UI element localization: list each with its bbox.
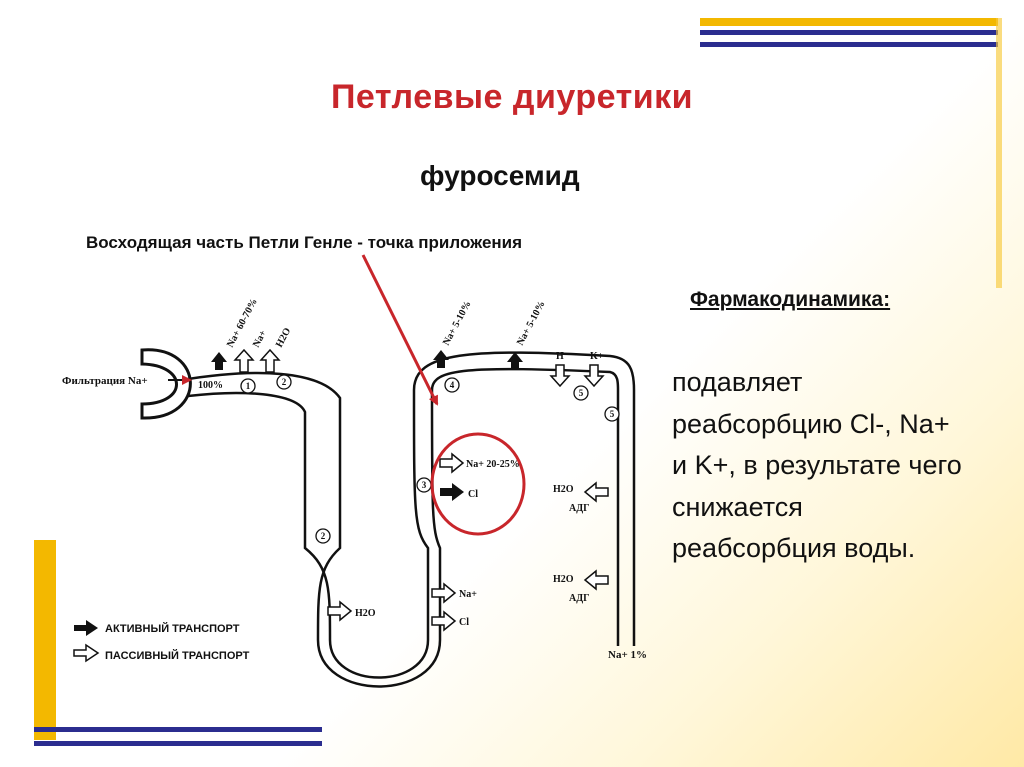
passive-arrow-h2o-collecting-2 [583,569,609,591]
segment-number-5-b: 5 [610,409,615,419]
top-blue-stripe-1 [700,30,998,35]
passive-arrow-na-proximal [233,348,255,373]
filtration-percent: 100% [198,380,223,391]
active-transport-arrows [211,350,523,501]
top-blue-stripe-2 [700,42,998,47]
label-na-5-10-a: Na+ 5-10% [441,299,474,347]
left-yellow-bar [34,540,56,740]
bowman-capsule [140,348,192,420]
label-h2o-descending: H2O [355,608,376,619]
legend-passive-arrow-icon [73,643,100,663]
segment-marker-5-b [604,406,620,422]
label-h2o-proximal: H2O [274,326,293,350]
passive-arrow-h2o-descending [327,600,353,622]
passive-arrow-h [549,364,571,388]
label-h: H [556,351,564,362]
label-na-medulla: Na+ [459,589,477,600]
label-cl-medulla: Cl [459,617,469,628]
label-na-5-10-b: Na+ 5-10% [515,299,548,347]
label-adg-2: АДГ [569,593,589,604]
passive-transport-arrows [233,348,609,632]
label-k: K+ [590,351,604,362]
top-yellow-bar [700,18,998,26]
passive-arrow-na-medulla [431,582,457,604]
label-na-20-25: Na+ 20-25% [466,459,520,470]
label-na-proximal: Na+ [251,328,269,349]
legend: АКТИВНЫЙ ТРАНСПОРТ ПАССИВНЫЙ ТРАНСПОРТ [73,620,250,663]
segment-number-1: 1 [246,381,251,391]
right-yellow-edge [996,18,1002,288]
legend-active-arrow-icon [74,620,98,636]
pharmacodynamics-description: подавляет реабсорбцию Cl-, Na+ и K+, в р… [672,367,962,563]
pharmacodynamics-header: Фармакодинамика: [690,288,891,311]
segment-marker-1 [240,378,256,394]
active-arrow-ascending-1 [433,350,449,368]
active-arrow-ascending-2 [507,352,523,370]
passive-arrow-na-20 [439,452,465,474]
segment-marker-4 [444,377,460,393]
segment-number-2-descending: 2 [321,531,326,541]
label-cl-ascending: Cl [468,489,478,500]
segment-number-2-top: 2 [282,377,287,387]
segment-number-5-a: 5 [579,388,584,398]
segment-marker-2-top [276,374,292,390]
bottom-blue-stripe-1 [34,727,322,732]
active-arrow-proximal [211,352,227,370]
label-h2o-collecting-2: H2O [553,574,574,585]
segment-marker-5-a [573,385,589,401]
filtration-label: Фильтрация Na+ [62,375,148,387]
segment-markers [240,374,620,544]
passive-arrow-cl-medulla [431,610,457,632]
slide-title: Петлевые диуретики [330,78,694,116]
label-na-1: Na+ 1% [608,649,647,661]
nephron-tubule [181,351,636,688]
bottom-blue-stripe-2 [34,741,322,746]
legend-passive-label: ПАССИВНЫЙ ТРАНСПОРТ [105,649,250,662]
pointer-arrow [361,254,439,406]
segment-marker-2-descending [315,528,331,544]
segment-number-3: 3 [422,480,427,490]
drug-name: фуросемид [420,160,580,191]
label-h2o-collecting-1: H2O [553,484,574,495]
label-adg-1: АДГ [569,503,589,514]
passive-arrow-h2o-collecting-1 [583,481,609,503]
point-of-action-label: Восходящая часть Петли Генле - точка при… [86,233,523,252]
legend-active-label: АКТИВНЫЙ ТРАНСПОРТ [105,622,240,635]
passive-arrow-h2o-proximal [259,348,281,373]
active-arrow-cl [440,483,464,501]
passive-arrow-k [583,364,605,388]
segment-number-4: 4 [450,380,455,390]
highlight-ellipse [430,432,526,536]
